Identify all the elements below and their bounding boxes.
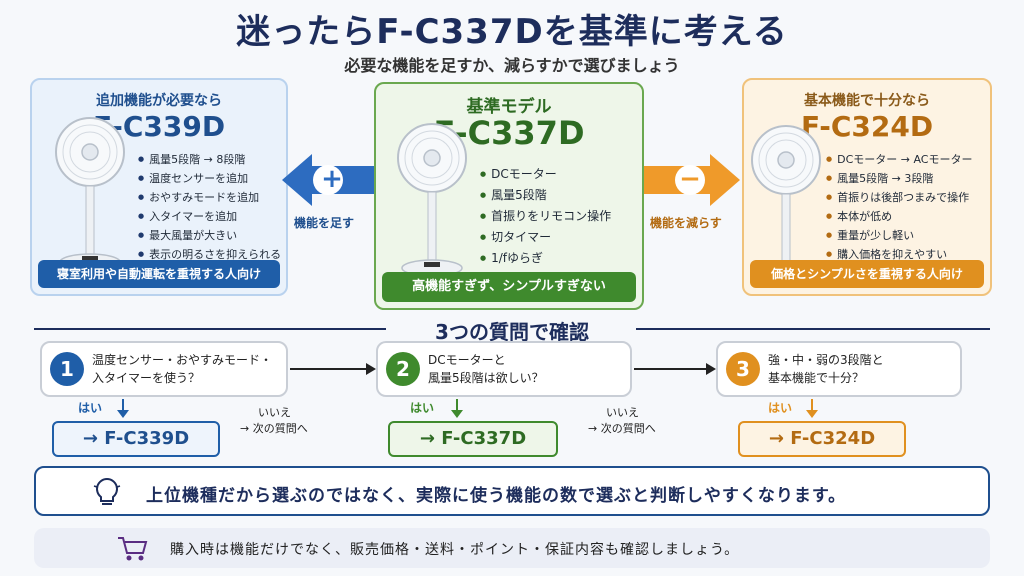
next-text: → 次の質問へ: [240, 422, 308, 435]
question-line: 温度センサー・おやすみモード・: [92, 353, 273, 367]
shopping-cart-icon: [118, 537, 148, 561]
page-subtitle: 必要な機能を足すか、減らすかで選びましょう: [344, 56, 680, 75]
feature-list: DCモーター 風量5段階 首振りをリモコン操作 切タイマー 1/fゆらぎ: [480, 164, 611, 269]
down-arrow-icon: [117, 399, 129, 418]
feature-item: 首振りは後部つまみで操作: [826, 188, 972, 207]
feature-item: 購入価格を抑えやすい: [826, 245, 972, 264]
feature-item: 1/fゆらぎ: [480, 248, 611, 269]
yes-label: はい: [410, 401, 435, 415]
feature-list: DCモーター → ACモーター 風量5段階 → 3段階 首振りは後部つまみで操作…: [826, 150, 972, 264]
step-number: 3: [726, 352, 760, 386]
question-line: 風量5段階は欲しい？: [428, 371, 544, 385]
feature-item: 風量5段階 → 8段階: [138, 150, 281, 169]
no-label: いいえ → 次の質問へ: [588, 405, 656, 437]
fan-image: [397, 123, 467, 277]
card-f-c324d: 基本機能で十分なら F-C324D DCモーター → ACモーター 風量5段階 …: [742, 78, 992, 296]
question-line: 強・中・弱の3段階と: [768, 353, 884, 367]
note-banner: 購入時は機能だけでなく、販売価格・送料・ポイント・保証内容も確認しましょう。: [34, 528, 990, 568]
yes-label: はい: [78, 401, 103, 415]
feature-item: 本体が低め: [826, 207, 972, 226]
card-tag: 基本機能で十分なら: [804, 93, 930, 109]
next-text: → 次の質問へ: [588, 422, 656, 435]
card-footer: 寝室利用や自動運転を重視する人向け: [38, 260, 280, 288]
card-tag: 基準モデル: [466, 97, 552, 117]
divider-line: [34, 328, 386, 330]
tip-banner: 上位機種だから選ぶのではなく、実際に使う機能の数で選ぶと判断しやすくなります。: [34, 466, 990, 516]
question-2: 2 DCモーターと 風量5段階は欲しい？: [376, 341, 632, 397]
question-text: 強・中・弱の3段階と 基本機能で十分？: [768, 351, 884, 387]
down-arrow-icon: [451, 399, 463, 418]
feature-item: 表示の明るさを抑えられる: [138, 245, 281, 264]
result-f-c339d: → F-C339D: [52, 421, 220, 457]
no-label: いいえ → 次の質問へ: [240, 405, 308, 437]
note-text: 購入時は機能だけでなく、販売価格・送料・ポイント・保証内容も確認しましょう。: [170, 542, 740, 558]
feature-item: おやすみモードを追加: [138, 188, 281, 207]
card-model: F-C324D: [800, 110, 934, 143]
tip-text: 上位機種だから選ぶのではなく、実際に使う機能の数で選ぶと判断しやすくなります。: [146, 486, 847, 506]
down-arrow-icon: [806, 399, 818, 418]
card-footer: 価格とシンプルさを重視する人向け: [750, 260, 984, 288]
minus-icon: −: [679, 164, 701, 194]
add-label: 機能を足す: [294, 216, 355, 230]
question-1: 1 温度センサー・おやすみモード・ 入タイマーを使う？: [40, 341, 288, 397]
feature-item: 風量5段階: [480, 185, 611, 206]
feature-item: DCモーター → ACモーター: [826, 150, 972, 169]
feature-item: 風量5段階 → 3段階: [826, 169, 972, 188]
feature-item: DCモーター: [480, 164, 611, 185]
feature-list: 風量5段階 → 8段階 温度センサーを追加 おやすみモードを追加 入タイマーを追…: [138, 150, 281, 264]
feature-item: 重量が少し軽い: [826, 226, 972, 245]
card-tag: 追加機能が必要なら: [96, 93, 222, 109]
next-arrow-icon: [290, 363, 376, 375]
result-f-c324d: → F-C324D: [738, 421, 906, 457]
question-text: DCモーターと 風量5段階は欲しい？: [428, 351, 544, 387]
feature-item: 最大風量が大きい: [138, 226, 281, 245]
page-title: 迷ったらF-C337Dを基準に考える: [236, 12, 788, 52]
question-3: 3 強・中・弱の3段階と 基本機能で十分？: [716, 341, 962, 397]
feature-item: 首振りをリモコン操作: [480, 206, 611, 227]
feature-item: 入タイマーを追加: [138, 207, 281, 226]
card-footer: 高機能すぎず、シンプルすぎない: [382, 272, 636, 302]
reduce-label: 機能を減らす: [650, 216, 722, 230]
step-number: 2: [386, 352, 420, 386]
divider-line: [636, 328, 990, 330]
add-arrow-icon: [282, 154, 374, 206]
fan-image: [55, 117, 125, 271]
card-f-c339d: 追加機能が必要なら F-C339D 風量5段階 → 8段階 温度センサーを追加 …: [30, 78, 288, 296]
question-line: DCモーターと: [428, 353, 506, 367]
no-text: いいえ: [606, 406, 639, 419]
no-text: いいえ: [258, 406, 291, 419]
yes-label: はい: [768, 401, 793, 415]
feature-item: 温度センサーを追加: [138, 169, 281, 188]
plus-icon: +: [321, 164, 343, 194]
step-number: 1: [50, 352, 84, 386]
result-f-c337d: → F-C337D: [388, 421, 558, 457]
section-title: 3つの質問で確認: [435, 320, 589, 344]
feature-item: 切タイマー: [480, 227, 611, 248]
card-f-c337d: 基準モデル F-C337D DCモーター 風量5段階 首振りをリモコン操作 切タ…: [374, 82, 644, 310]
question-line: 基本機能で十分？: [768, 371, 865, 385]
question-text: 温度センサー・おやすみモード・ 入タイマーを使う？: [92, 351, 272, 387]
lightbulb-icon: [93, 477, 121, 505]
reduce-arrow-icon: [644, 154, 740, 206]
next-arrow-icon: [634, 363, 716, 375]
question-line: 入タイマーを使う？: [92, 371, 201, 385]
